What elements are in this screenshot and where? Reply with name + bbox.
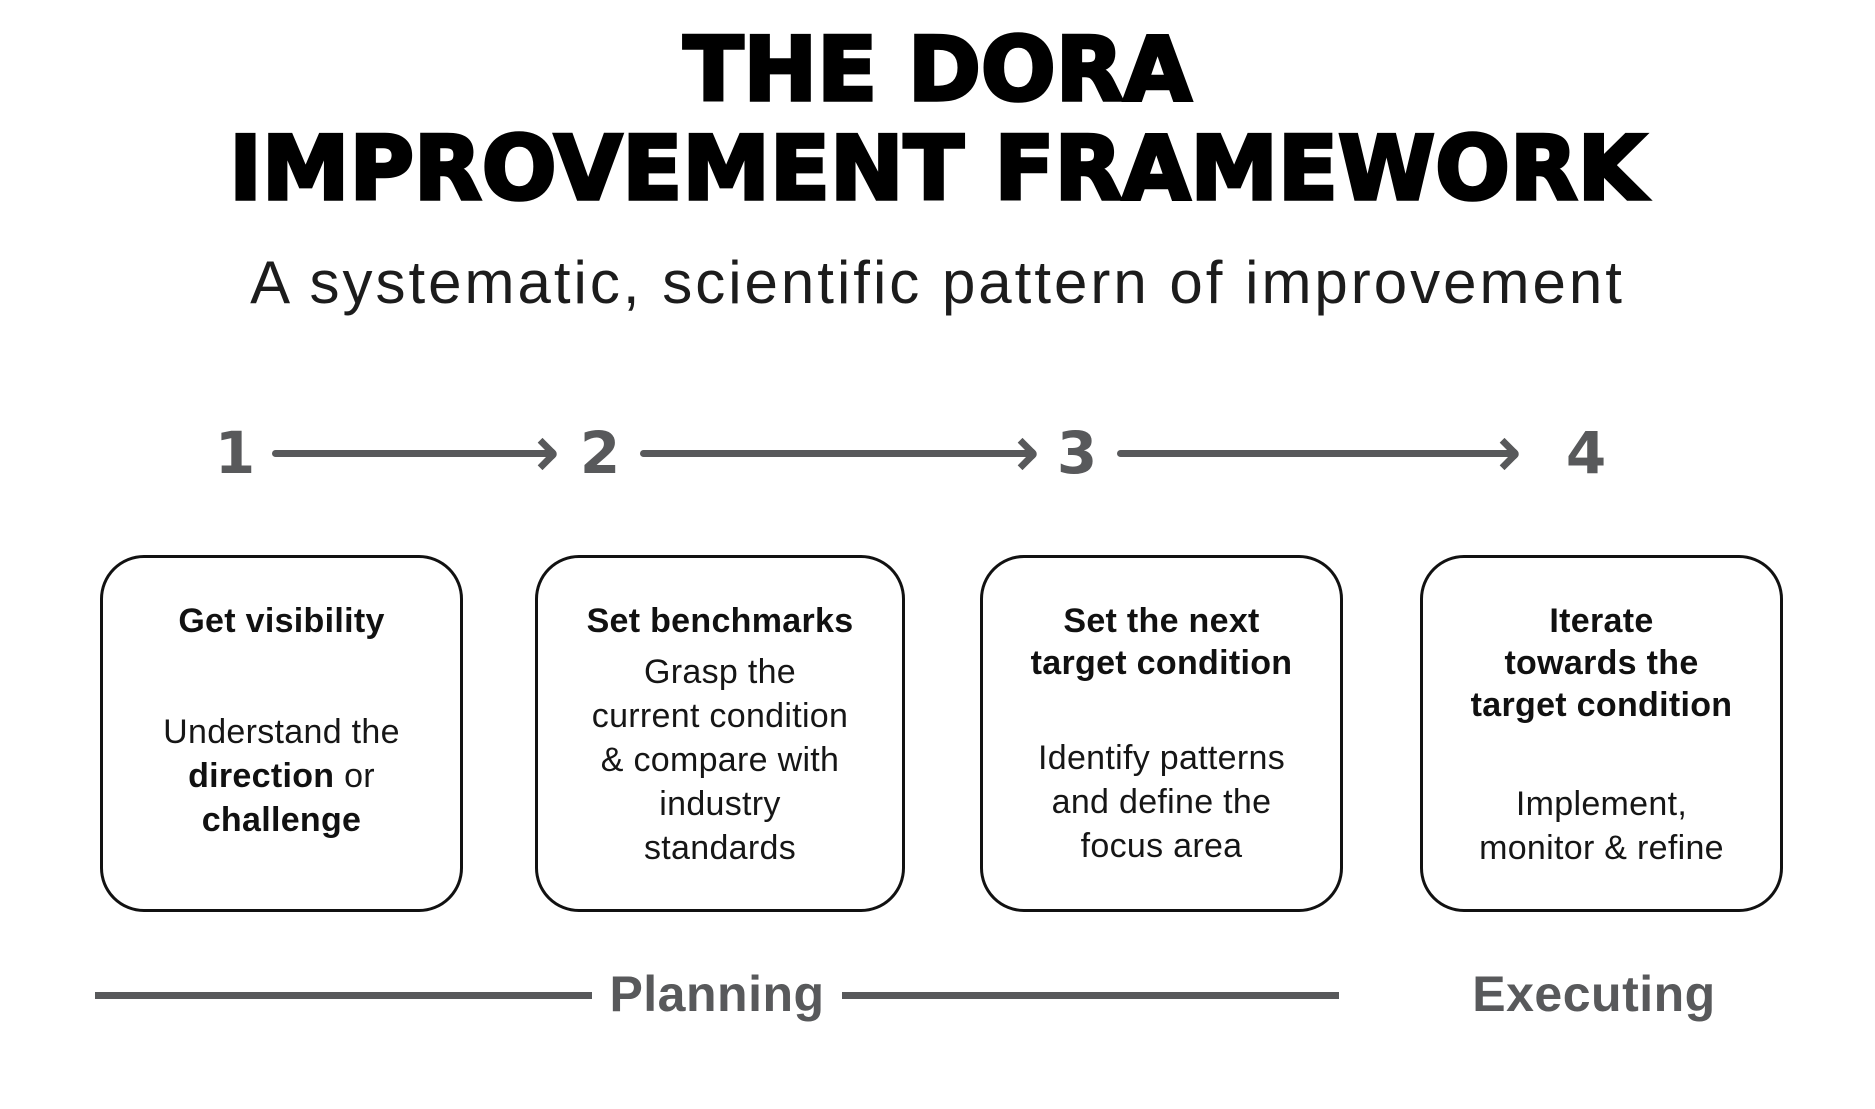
phase-divider-line (842, 992, 1339, 999)
arrow-right-icon (272, 450, 550, 457)
step-number-1: 1 (214, 419, 256, 487)
phase-label-planning: Planning (609, 966, 825, 1022)
arrow-right-icon (1117, 450, 1512, 457)
page-title-line-2: IMPROVEMENT FRAMEWORK (227, 117, 1647, 220)
page-title-line-1: THE DORA (682, 18, 1194, 121)
step-card-heading: Set benchmarks (586, 602, 854, 640)
step-card-heading: Get visibility (178, 602, 385, 640)
arrow-right-icon (640, 450, 1030, 457)
phase-divider-line (95, 992, 592, 999)
phase-label-executing: Executing (1472, 966, 1716, 1022)
step-number-4: 4 (1565, 419, 1607, 487)
step-card-body: Implement,monitor & refine (1479, 785, 1724, 867)
step-number-3: 3 (1056, 419, 1098, 487)
step-number-2: 2 (579, 419, 621, 487)
subtitle: A systematic, scientific pattern of impr… (250, 249, 1625, 316)
